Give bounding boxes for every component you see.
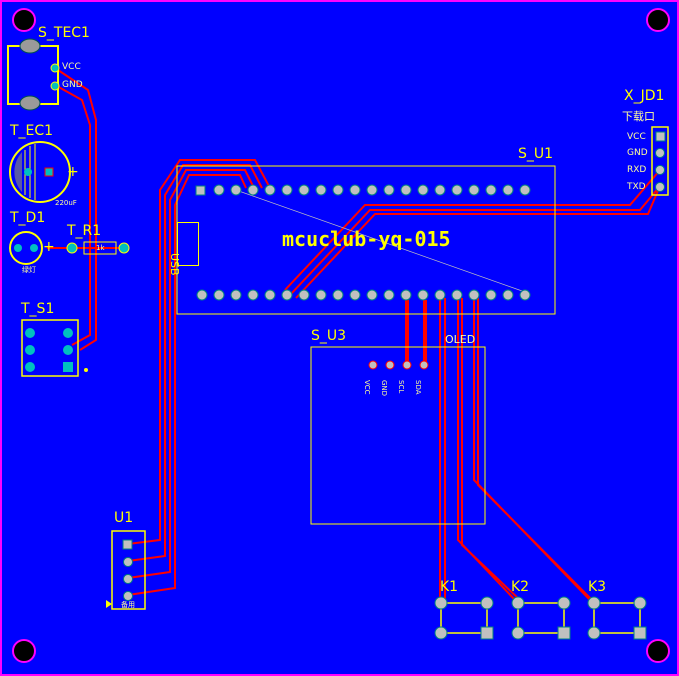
key-footprints — [434, 596, 647, 640]
t-d1-value: 绿灯 — [22, 266, 36, 274]
x-jd1-pin-label: VCC — [627, 132, 646, 142]
t-d1-ref: T_D1 — [10, 210, 46, 226]
u1-ref: U1 — [114, 510, 134, 526]
t-r1-footprint — [66, 241, 130, 255]
x-jd1-footprint — [651, 126, 669, 196]
t-ec1-polarity: + — [67, 164, 79, 180]
s-u1-bottom-pins — [196, 289, 531, 301]
x-jd1-ref: X_JD1 — [624, 88, 665, 104]
s-tec1-footprint — [7, 38, 60, 111]
s-u1-title: mcuclub-yq-015 — [282, 227, 451, 251]
s-tec1-pin2-label: GND — [62, 80, 83, 90]
t-r1-value: 1k — [96, 244, 105, 252]
x-jd1-pin-label: RXD — [627, 165, 647, 175]
t-s1-footprint — [21, 319, 88, 377]
t-d1-footprint — [9, 231, 43, 265]
key-ref: K3 — [588, 579, 607, 595]
t-d1-polarity: + — [43, 239, 55, 255]
s-u3-pin-label: SCL — [397, 380, 405, 394]
s-u1-top-pins — [195, 184, 531, 196]
x-jd1-pin-label: TXD — [627, 182, 646, 192]
key-ref: K1 — [440, 579, 459, 595]
usb-outline: USB — [168, 222, 199, 276]
u1-note: 备用 — [121, 601, 135, 609]
s-tec1-ref: S_TEC1 — [38, 25, 90, 41]
s-u3-ref: S_U3 — [311, 328, 347, 344]
x-jd1-pin-label: GND — [627, 148, 648, 158]
s-u3-name: OLED — [445, 333, 476, 346]
s-u1-ref: S_U1 — [518, 146, 554, 162]
x-jd1-subtitle: 下载口 — [622, 110, 655, 123]
s-u3-footprint — [310, 346, 486, 525]
usb-label: USB — [168, 253, 181, 276]
mounting-holes — [12, 8, 670, 663]
s-u3-pin-label: SDA — [414, 380, 422, 395]
s-tec1-pin1-label: VCC — [62, 62, 81, 72]
s-u3-pin-label: GND — [380, 380, 388, 397]
key-ref: K2 — [511, 579, 530, 595]
ratsnest-line — [235, 189, 526, 293]
t-s1-ref: T_S1 — [21, 301, 55, 317]
t-ec1-value: 220uF — [55, 199, 77, 207]
u1-footprint — [106, 530, 146, 610]
copper-traces — [47, 67, 661, 604]
t-ec1-ref: T_EC1 — [10, 123, 54, 139]
t-r1-ref: T_R1 — [67, 223, 102, 239]
s-u3-pin-label: VCC — [363, 380, 371, 395]
t-ec1-footprint — [9, 141, 71, 203]
